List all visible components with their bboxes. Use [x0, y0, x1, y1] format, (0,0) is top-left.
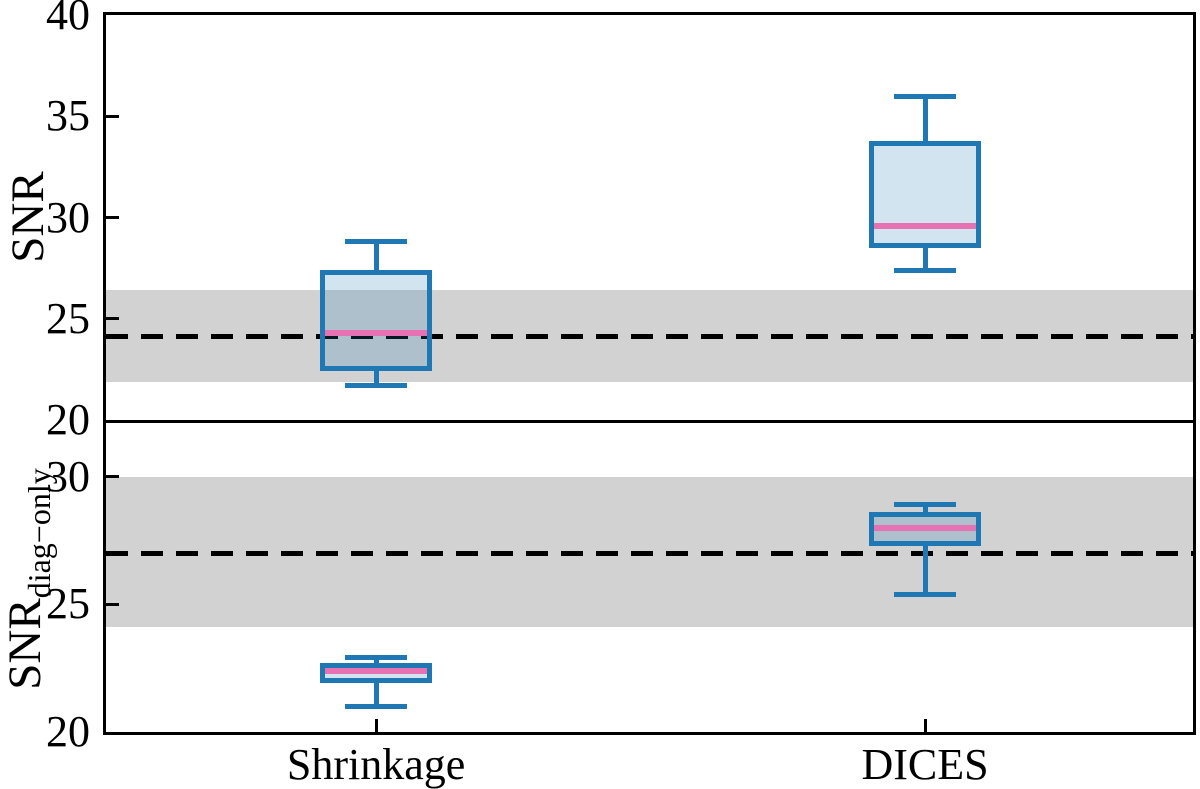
top-panel-plot-area	[103, 12, 1196, 423]
y-tick-label: 20	[46, 707, 90, 756]
whisker-cap-lower-dices	[894, 591, 957, 597]
whisker-lower-shrinkage	[373, 371, 379, 386]
x-category-label-dices: DICES	[861, 740, 989, 789]
box-dices	[869, 140, 982, 248]
whisker-lower-shrinkage	[373, 683, 379, 707]
whisker-upper-dices	[922, 504, 928, 513]
y-tick-label: 40	[46, 0, 90, 39]
whisker-upper-shrinkage	[373, 241, 379, 271]
median-line-shrinkage	[325, 667, 428, 674]
y-tick-mark	[106, 216, 119, 219]
y-tick-mark	[106, 475, 119, 479]
y-tick-label: 35	[46, 91, 90, 141]
y-tick-label: 30	[46, 451, 90, 501]
median-line-dices	[874, 524, 977, 531]
whisker-cap-upper-dices	[894, 93, 957, 99]
box-shrinkage	[320, 270, 433, 372]
whisker-cap-lower-shrinkage	[345, 703, 408, 709]
y-tick-label: 30	[46, 192, 90, 242]
reference-dashed-line	[106, 550, 1193, 556]
whisker-lower-dices	[922, 247, 928, 271]
y-tick-label: 20	[46, 395, 90, 444]
y-tick-mark	[106, 114, 119, 118]
whisker-cap-lower-dices	[894, 267, 957, 273]
x-category-label-shrinkage: Shrinkage	[286, 740, 466, 789]
y-tick-label: 25	[46, 579, 90, 629]
x-tick-mark-dices	[923, 719, 927, 732]
bottom-panel-plot-area	[103, 423, 1196, 735]
whisker-upper-shrinkage	[373, 657, 379, 664]
x-tick-mark-shrinkage	[374, 719, 378, 732]
whisker-cap-upper-dices	[894, 502, 957, 508]
whisker-cap-upper-shrinkage	[345, 239, 408, 245]
y-tick-mark	[106, 602, 119, 606]
whisker-lower-dices	[922, 545, 928, 595]
whisker-cap-upper-shrinkage	[345, 655, 408, 661]
median-line-dices	[874, 222, 977, 229]
y-tick-label: 25	[46, 293, 90, 343]
whisker-cap-lower-shrinkage	[345, 383, 408, 389]
whisker-upper-dices	[922, 96, 928, 141]
reference-dashed-line	[106, 334, 1193, 340]
median-line-shrinkage	[325, 329, 428, 336]
y-tick-mark	[106, 317, 119, 321]
